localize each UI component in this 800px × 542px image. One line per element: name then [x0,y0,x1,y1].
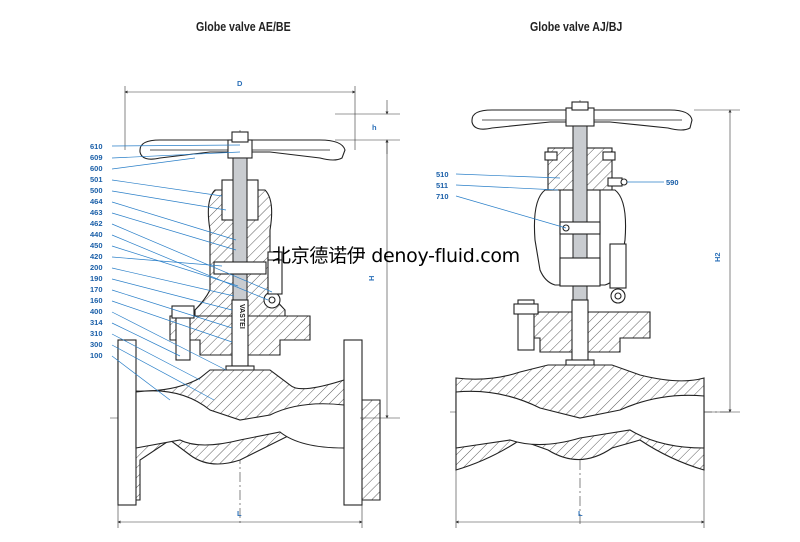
callout-420: 420 [90,252,103,261]
valve-bore [135,390,345,449]
gland-flange [213,261,267,275]
dimension-H2-label: H2 [713,252,722,262]
callout-450: 450 [90,241,103,250]
right-gland-bolt [609,243,627,289]
callout-500: 500 [90,186,103,195]
title-globe-valve-aj-bj: Globe valve AJ/BJ [530,20,623,34]
callout-464: 464 [90,197,103,206]
handwheel-nut [227,139,253,159]
watermark: 北京德诺伊 denoy-fluid.com [272,245,520,267]
right-handwheel-nut [565,107,595,127]
bonnet-nut-left [171,305,195,319]
callout-590: 590 [666,178,679,187]
callout-314: 314 [90,318,103,327]
callout-400: 400 [90,307,103,316]
stem-marking: VASTEI [238,304,245,329]
callout-462: 462 [90,219,103,228]
right-valve-bore [455,390,705,449]
handwheel-cap [231,131,249,143]
callout-100: 100 [90,351,103,360]
dimension-l-right-label: L [578,509,583,518]
callout-710: 710 [436,192,449,201]
title-globe-valve-ae-be: Globe valve AE/BE [196,20,291,34]
left-callout-labels: 610 609 600 501 500 464 463 462 440 450 … [90,142,103,360]
right-stem-nut [559,221,601,235]
dimension-h-label: h [372,123,377,132]
callout-200: 200 [90,263,103,272]
callout-160: 160 [90,296,103,305]
callout-511: 511 [436,181,448,190]
right-valve: H2 L 510 511 710 590 [436,100,740,528]
callout-609: 609 [90,153,103,162]
grease-nipple [607,177,623,187]
right-gland [559,257,601,287]
callout-300: 300 [90,340,103,349]
flange-right [343,339,363,506]
callout-170: 170 [90,285,103,294]
left-callout-leaders [111,144,273,401]
dimension-H-label: H [367,276,376,281]
callout-610: 610 [90,142,103,151]
right-yoke-arm-left [533,189,561,286]
callout-440: 440 [90,230,103,239]
callout-190: 190 [90,274,103,283]
dimension-l-left-label: L [237,509,242,518]
flange-left [117,339,137,506]
right-callout-leaders [455,173,664,229]
callout-510: 510 [436,170,449,179]
callout-600: 600 [90,164,103,173]
callout-310: 310 [90,329,103,338]
callout-463: 463 [90,208,103,217]
callout-501: 501 [90,175,103,184]
left-valve: VASTEI D h H L [90,79,400,528]
dimension-d-label: D [237,79,243,88]
